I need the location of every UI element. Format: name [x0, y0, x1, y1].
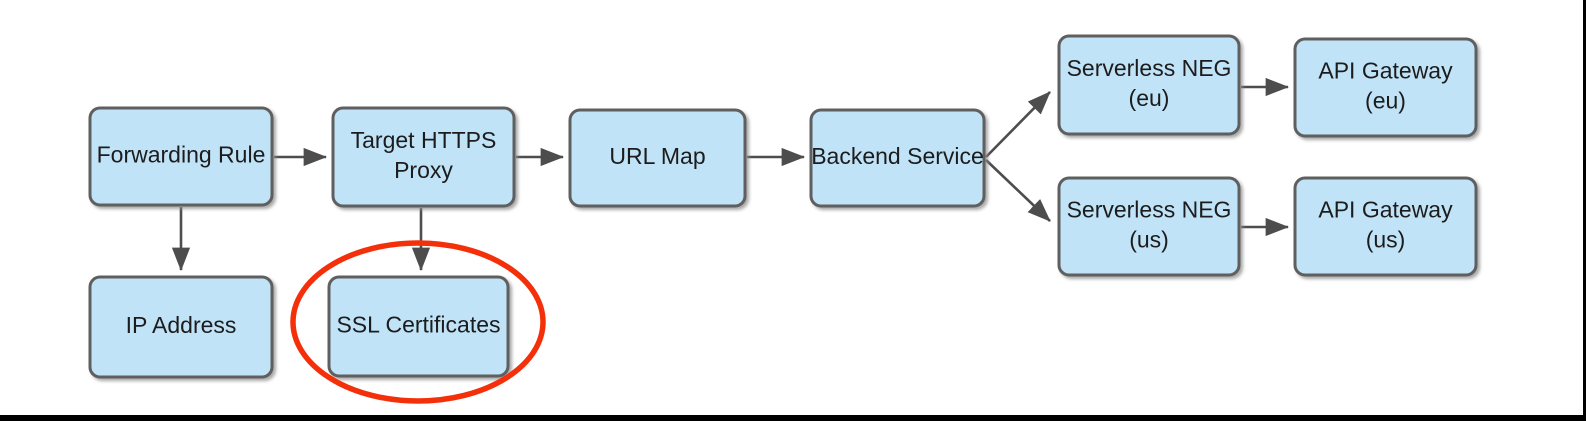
- node-label-ssl-certificates: SSL Certificates: [336, 312, 500, 338]
- node-box-api-gateway-eu[interactable]: [1293, 37, 1478, 138]
- edge-backend-service-to-neg-us: [985, 159, 1051, 222]
- node-label-serverless-neg-us: Serverless NEG(us): [1067, 197, 1232, 253]
- node-label-api-gateway-us: API Gateway(us): [1318, 197, 1453, 253]
- node-label-url-map: URL Map: [609, 143, 705, 169]
- node-serverless-neg-us[interactable]: Serverless NEG(us): [1057, 176, 1241, 277]
- node-ip-address[interactable]: IP Address: [88, 275, 274, 379]
- node-box-url-map[interactable]: [568, 108, 747, 208]
- node-label-serverless-neg-eu: Serverless NEG(eu): [1067, 55, 1232, 111]
- edge-backend-service-to-neg-eu: [985, 91, 1051, 158]
- node-label-ip-address: IP Address: [126, 312, 237, 338]
- annotation-ssl-certificates-highlight: [290, 240, 546, 404]
- node-api-gateway-us[interactable]: API Gateway(us): [1293, 176, 1478, 277]
- node-label-forwarding-rule: Forwarding Rule: [97, 142, 266, 168]
- node-serverless-neg-eu[interactable]: Serverless NEG(eu): [1057, 34, 1241, 136]
- node-box-ssl-certificates[interactable]: [327, 275, 510, 378]
- node-forwarding-rule[interactable]: Forwarding Rule: [88, 106, 274, 207]
- node-box-target-https-proxy[interactable]: [331, 106, 516, 208]
- node-box-api-gateway-us[interactable]: [1293, 176, 1478, 277]
- node-box-forwarding-rule[interactable]: [88, 106, 274, 207]
- node-box-serverless-neg-eu[interactable]: [1057, 34, 1241, 136]
- annotations-layer: [290, 240, 546, 404]
- node-label-backend-service: Backend Service: [811, 143, 984, 169]
- node-box-serverless-neg-us[interactable]: [1057, 176, 1241, 277]
- node-label-api-gateway-eu: API Gateway(eu): [1318, 58, 1453, 114]
- edges-layer: [171, 77, 1290, 272]
- node-url-map[interactable]: URL Map: [568, 108, 747, 208]
- node-box-ip-address[interactable]: [88, 275, 274, 379]
- node-box-backend-service[interactable]: [809, 108, 986, 208]
- node-api-gateway-eu[interactable]: API Gateway(eu): [1293, 37, 1478, 138]
- node-ssl-certificates[interactable]: SSL Certificates: [327, 275, 510, 378]
- node-backend-service[interactable]: Backend Service: [809, 108, 986, 208]
